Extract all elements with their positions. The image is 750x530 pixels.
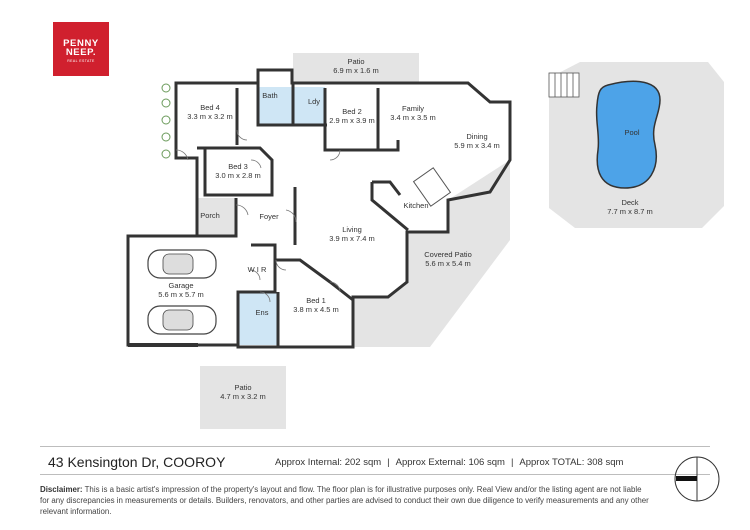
disclaimer: Disclaimer: This is a basic artist's imp… bbox=[40, 484, 652, 517]
covered-patio-name: Covered Patio bbox=[424, 250, 472, 259]
kitchen-name: Kitchen bbox=[403, 201, 428, 210]
bed2-name: Bed 2 bbox=[342, 107, 362, 116]
patio-top-name: Patio bbox=[347, 57, 364, 66]
pool-name: Pool bbox=[624, 128, 639, 137]
external-area: Approx External: 106 sqm bbox=[395, 457, 505, 468]
covered-patio-dims: 5.6 m x 5.4 m bbox=[425, 259, 470, 268]
wir-name: W I R bbox=[248, 265, 267, 274]
patio-bottom-area bbox=[200, 366, 286, 429]
living-name: Living bbox=[342, 225, 362, 234]
dining-name: Dining bbox=[466, 132, 487, 141]
patio-bottom-dims: 4.7 m x 3.2 m bbox=[220, 392, 265, 401]
living-dims: 3.9 m x 7.4 m bbox=[329, 234, 374, 243]
garage-name: Garage bbox=[168, 281, 193, 290]
ens-name: Ens bbox=[256, 308, 269, 317]
logo-tagline: REAL ESTATE bbox=[67, 59, 95, 63]
deck-dims: 7.7 m x 8.7 m bbox=[607, 207, 652, 216]
laundry-fill bbox=[293, 87, 325, 125]
disclaimer-text: This is a basic artist's impression of t… bbox=[40, 485, 649, 516]
bath-name: Bath bbox=[262, 91, 277, 100]
bed3-name: Bed 3 bbox=[228, 162, 248, 171]
ldy-name: Ldy bbox=[308, 97, 320, 106]
patio-top-area bbox=[293, 53, 419, 83]
logo-line-1: PENNY bbox=[63, 38, 99, 49]
bed1-dims: 3.8 m x 4.5 m bbox=[293, 305, 338, 314]
internal-area: Approx Internal: 202 sqm bbox=[275, 457, 382, 468]
ensuite-fill bbox=[238, 292, 278, 345]
kitchen-island bbox=[412, 167, 452, 207]
bed3-dims: 3.0 m x 2.8 m bbox=[215, 171, 260, 180]
deck-stairs bbox=[548, 72, 580, 98]
deck-name: Deck bbox=[621, 198, 638, 207]
garage-dims: 5.6 m x 5.7 m bbox=[158, 290, 203, 299]
car-top bbox=[147, 249, 217, 279]
porch-name: Porch bbox=[200, 211, 220, 220]
family-name: Family bbox=[402, 104, 424, 113]
footer-divider-top bbox=[40, 446, 710, 447]
pool-shape bbox=[595, 80, 661, 189]
bath-fill bbox=[258, 87, 293, 125]
family-dims: 3.4 m x 3.5 m bbox=[390, 113, 435, 122]
area-summary: Approx Internal: 202 sqm | Approx External… bbox=[275, 457, 623, 468]
porch-area bbox=[198, 198, 236, 235]
disclaimer-label: Disclaimer: bbox=[40, 485, 83, 494]
car-bottom bbox=[147, 305, 217, 335]
patio-bottom-name: Patio bbox=[234, 383, 251, 392]
floor-plan: Patio 6.9 m x 1.6 m Bed 4 3.3 m x 3.2 m … bbox=[126, 53, 724, 429]
area-separator-1: | bbox=[387, 457, 390, 468]
bed4-name: Bed 4 bbox=[200, 103, 220, 112]
total-area: Approx TOTAL: 308 sqm bbox=[519, 457, 624, 468]
patio-top-dims: 6.9 m x 1.6 m bbox=[333, 66, 378, 75]
footer-divider-bottom bbox=[40, 474, 710, 475]
logo-line-2: NEEP. bbox=[65, 47, 97, 58]
bed2-dims: 2.9 m x 3.9 m bbox=[329, 116, 374, 125]
agency-logo: PENNY NEEP. REAL ESTATE bbox=[53, 22, 109, 76]
bed1-name: Bed 1 bbox=[306, 296, 326, 305]
area-separator-2: | bbox=[510, 457, 514, 468]
walls bbox=[126, 68, 512, 349]
property-address: 43 Kensington Dr, COOROY bbox=[48, 454, 226, 470]
door-swings bbox=[175, 129, 341, 303]
compass-icon bbox=[674, 456, 720, 502]
garden-plants bbox=[161, 83, 171, 159]
foyer-name: Foyer bbox=[259, 212, 279, 221]
bed4-dims: 3.3 m x 3.2 m bbox=[187, 112, 232, 121]
covered-patio-area bbox=[353, 160, 510, 347]
dining-dims: 5.9 m x 3.4 m bbox=[454, 141, 499, 150]
